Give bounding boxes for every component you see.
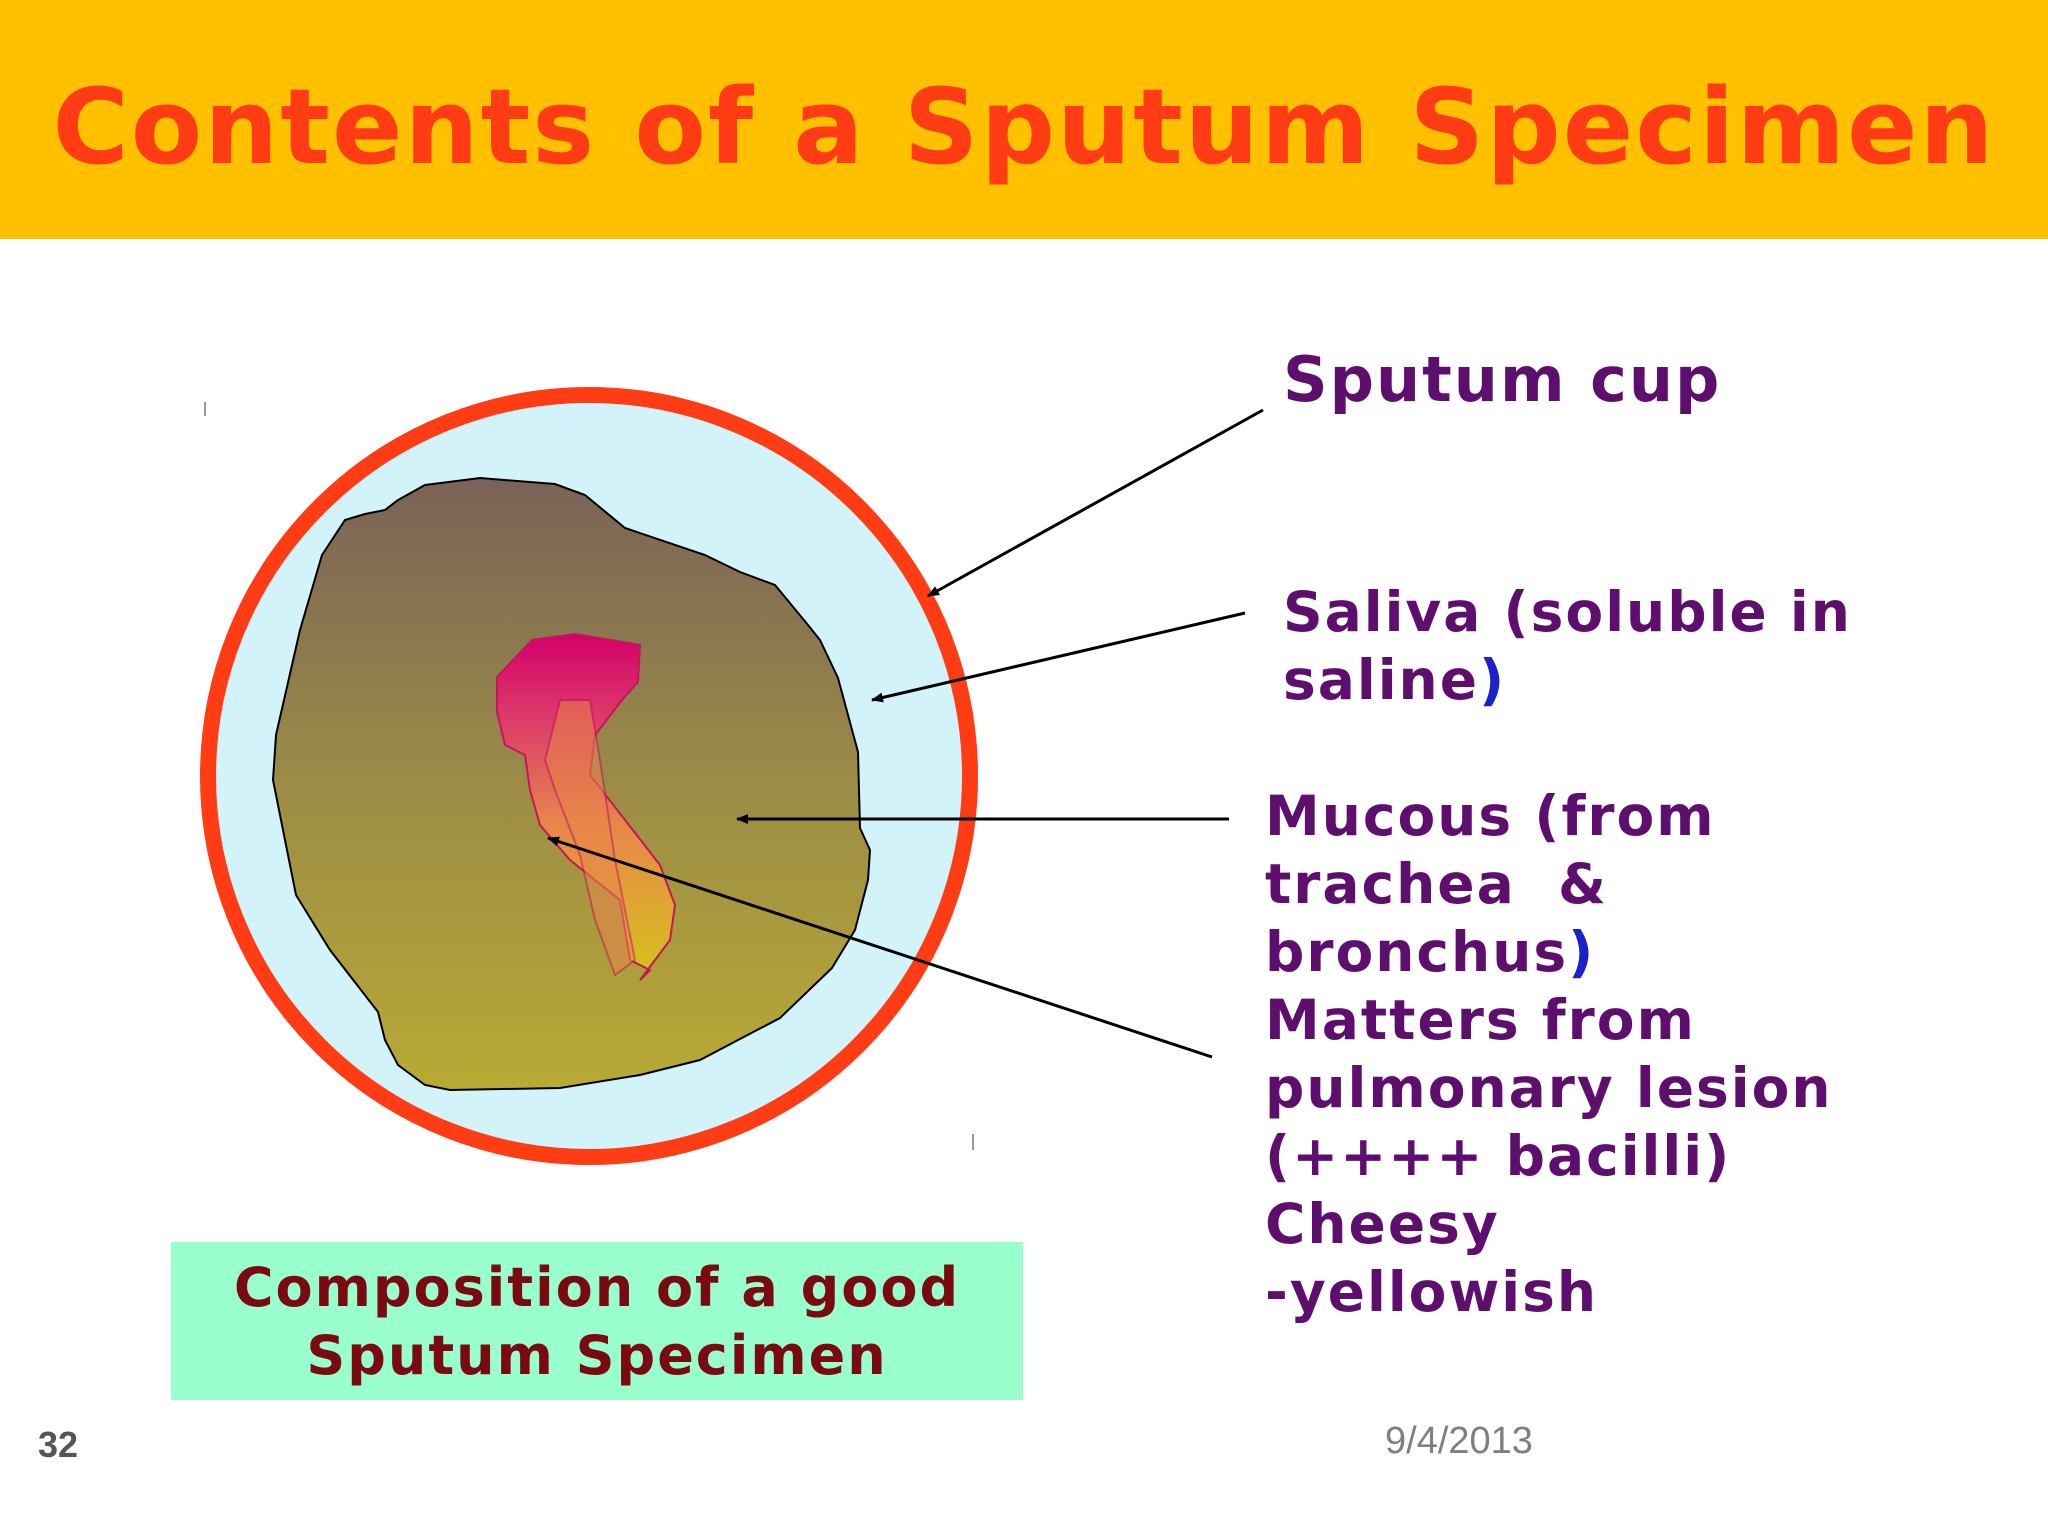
title-bar <box>0 0 2048 239</box>
caption-line1: Composition of a good <box>233 1256 961 1319</box>
label-sputum-cup: Sputum cup <box>1283 343 1722 416</box>
lesion-inner-fold <box>543 699 637 977</box>
label-matters-line1: Matters from <box>1265 988 1696 1052</box>
label-saliva-paren: ) <box>1479 648 1507 712</box>
arrow-sputum-cup <box>927 408 1264 598</box>
label-matters-line3: (++++ bacilli) <box>1265 1124 1732 1188</box>
label-mucous-line3: bronchus) <box>1265 918 1825 986</box>
slide-date: 9/4/2013 <box>1385 1420 1533 1462</box>
arrow-lesion <box>547 836 1213 1059</box>
sputum-diagram <box>200 387 1264 1165</box>
label-matters-line2: pulmonary lesion <box>1265 1056 1833 1120</box>
label-mucous-line3-text: bronchus <box>1265 920 1569 984</box>
label-mucous-line1: Mucous (from <box>1265 784 1716 848</box>
label-mucous-paren: ) <box>1568 920 1596 984</box>
caption-box: Composition of a good Sputum Specimen <box>171 1242 1023 1400</box>
caption-line2: Sputum Specimen <box>306 1324 888 1387</box>
slide-title: Contents of a Sputum Specimen <box>52 66 1996 188</box>
label-matters-line5: -yellowish <box>1265 1260 1599 1324</box>
slide-number: 32 <box>38 1424 79 1465</box>
label-saliva: Saliva (soluble in saline) <box>1283 578 1883 714</box>
arrow-saliva <box>871 611 1246 703</box>
label-mucous-line2: trachea & <box>1265 852 1608 916</box>
label-mucous-group: Mucous (from trachea & bronchus) Matters… <box>1265 782 1833 1326</box>
label-saliva-text: Saliva (soluble in saline <box>1283 580 1852 712</box>
label-matters-line4: Cheesy <box>1265 1192 1500 1256</box>
